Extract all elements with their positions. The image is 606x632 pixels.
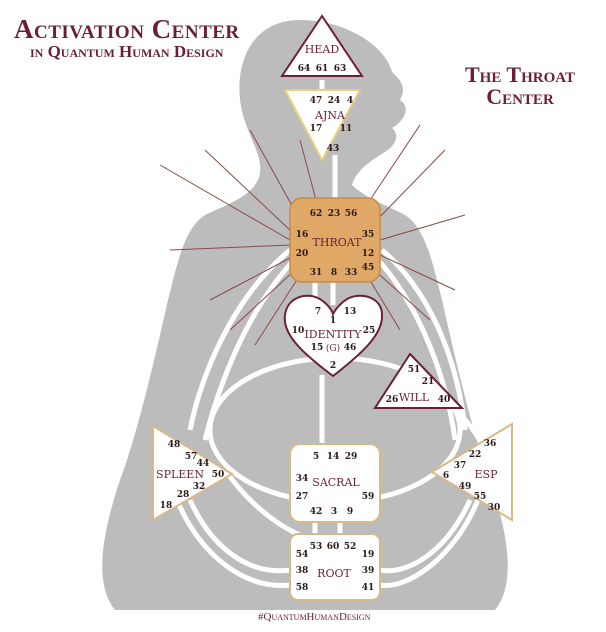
- gate-44: 44: [197, 459, 210, 469]
- page-title: Activation Center: [14, 14, 240, 44]
- gate-29: 29: [345, 452, 358, 462]
- gate-64: 64: [298, 64, 311, 74]
- gate-50: 50: [212, 470, 225, 480]
- gate-55: 55: [474, 492, 487, 502]
- sacral-center: [289, 443, 381, 523]
- gate-23: 23: [328, 209, 341, 219]
- gate-37: 37: [454, 461, 467, 471]
- gate-15: 15: [311, 343, 324, 353]
- gate-35: 35: [362, 230, 375, 240]
- gate-57: 57: [185, 452, 198, 462]
- focus-title-line1: The Throat: [464, 62, 575, 87]
- gate-12: 12: [362, 249, 375, 259]
- identity-label: IDENTITY: [304, 328, 362, 341]
- page-subtitle: in Quantum Human Design: [30, 42, 224, 61]
- gate-47: 47: [310, 96, 323, 106]
- gate-36: 36: [484, 439, 497, 449]
- spleen-label: SPLEEN: [156, 468, 204, 481]
- spleen-center: [152, 424, 234, 522]
- gate-52: 52: [344, 542, 357, 552]
- gate-34: 34: [296, 474, 309, 484]
- gate-26: 26: [386, 395, 399, 405]
- gate-18: 18: [160, 501, 173, 511]
- gate-5: 5: [313, 452, 319, 462]
- gate-59: 59: [362, 492, 375, 502]
- gate-46: 46: [344, 343, 357, 353]
- hashtag: #QuantumHumanDesign: [258, 611, 371, 623]
- gate-7: 7: [315, 307, 321, 317]
- root-label: ROOT: [317, 567, 351, 580]
- ajna-center: [283, 89, 362, 163]
- throat-center: [289, 197, 381, 283]
- identity-center: [283, 294, 384, 378]
- gate-63: 63: [334, 64, 347, 74]
- gate-39: 39: [362, 566, 375, 576]
- gate-21: 21: [422, 377, 435, 387]
- gate-4: 4: [347, 96, 353, 106]
- gate-49: 49: [459, 482, 472, 492]
- gate-53: 53: [310, 542, 323, 552]
- gate-40: 40: [438, 395, 451, 405]
- gate-27: 27: [296, 492, 309, 502]
- will-center: [373, 352, 465, 409]
- gate-33: 33: [345, 268, 358, 278]
- gate-16: 16: [296, 230, 309, 240]
- sacral-label: SACRAL: [312, 476, 360, 489]
- gate-25: 25: [363, 326, 376, 336]
- gate-14: 14: [327, 452, 340, 462]
- gate-6: 6: [443, 471, 449, 481]
- head-label: HEAD: [305, 43, 340, 56]
- gate-17: 17: [310, 124, 323, 134]
- gate-9: 9: [347, 507, 353, 517]
- gate-19: 19: [362, 550, 375, 560]
- gate-48: 48: [168, 440, 181, 450]
- will-label: WILL: [399, 391, 430, 404]
- gate-24: 24: [328, 96, 341, 106]
- gate-8: 8: [331, 268, 337, 278]
- gate-2: 2: [330, 361, 336, 371]
- esp-label: ESP: [475, 468, 499, 481]
- gate-45: 45: [362, 263, 375, 273]
- esp-center: [430, 422, 513, 522]
- gate-30: 30: [488, 503, 501, 513]
- gate-13: 13: [344, 307, 357, 317]
- gate-31: 31: [310, 268, 323, 278]
- channels: [172, 80, 488, 589]
- root-center: [289, 533, 381, 601]
- gate-38: 38: [296, 566, 309, 576]
- identity-sublabel: (G): [326, 343, 340, 354]
- throat-label: THROAT: [313, 236, 363, 249]
- gate-11: 11: [340, 124, 353, 134]
- gate-22: 22: [469, 450, 482, 460]
- gate-10: 10: [292, 326, 305, 336]
- gate-61: 61: [316, 64, 329, 74]
- ajna-label: AJNA: [314, 109, 346, 122]
- gate-3: 3: [331, 507, 337, 517]
- gate-54: 54: [296, 550, 309, 560]
- gate-62: 62: [310, 209, 323, 219]
- gate-60: 60: [327, 542, 340, 552]
- gate-43: 43: [327, 144, 340, 154]
- gate-56: 56: [345, 209, 358, 219]
- gate-28: 28: [177, 490, 190, 500]
- focus-title: The Throat Center: [440, 64, 600, 108]
- gate-1: 1: [330, 316, 336, 326]
- gate-20: 20: [296, 249, 309, 259]
- focus-title-line2: Center: [486, 84, 554, 109]
- gate-32: 32: [193, 482, 206, 492]
- gate-51: 51: [408, 365, 421, 375]
- head-center: [280, 14, 364, 77]
- gate-41: 41: [362, 583, 375, 593]
- gate-42: 42: [310, 507, 323, 517]
- gate-58: 58: [296, 583, 309, 593]
